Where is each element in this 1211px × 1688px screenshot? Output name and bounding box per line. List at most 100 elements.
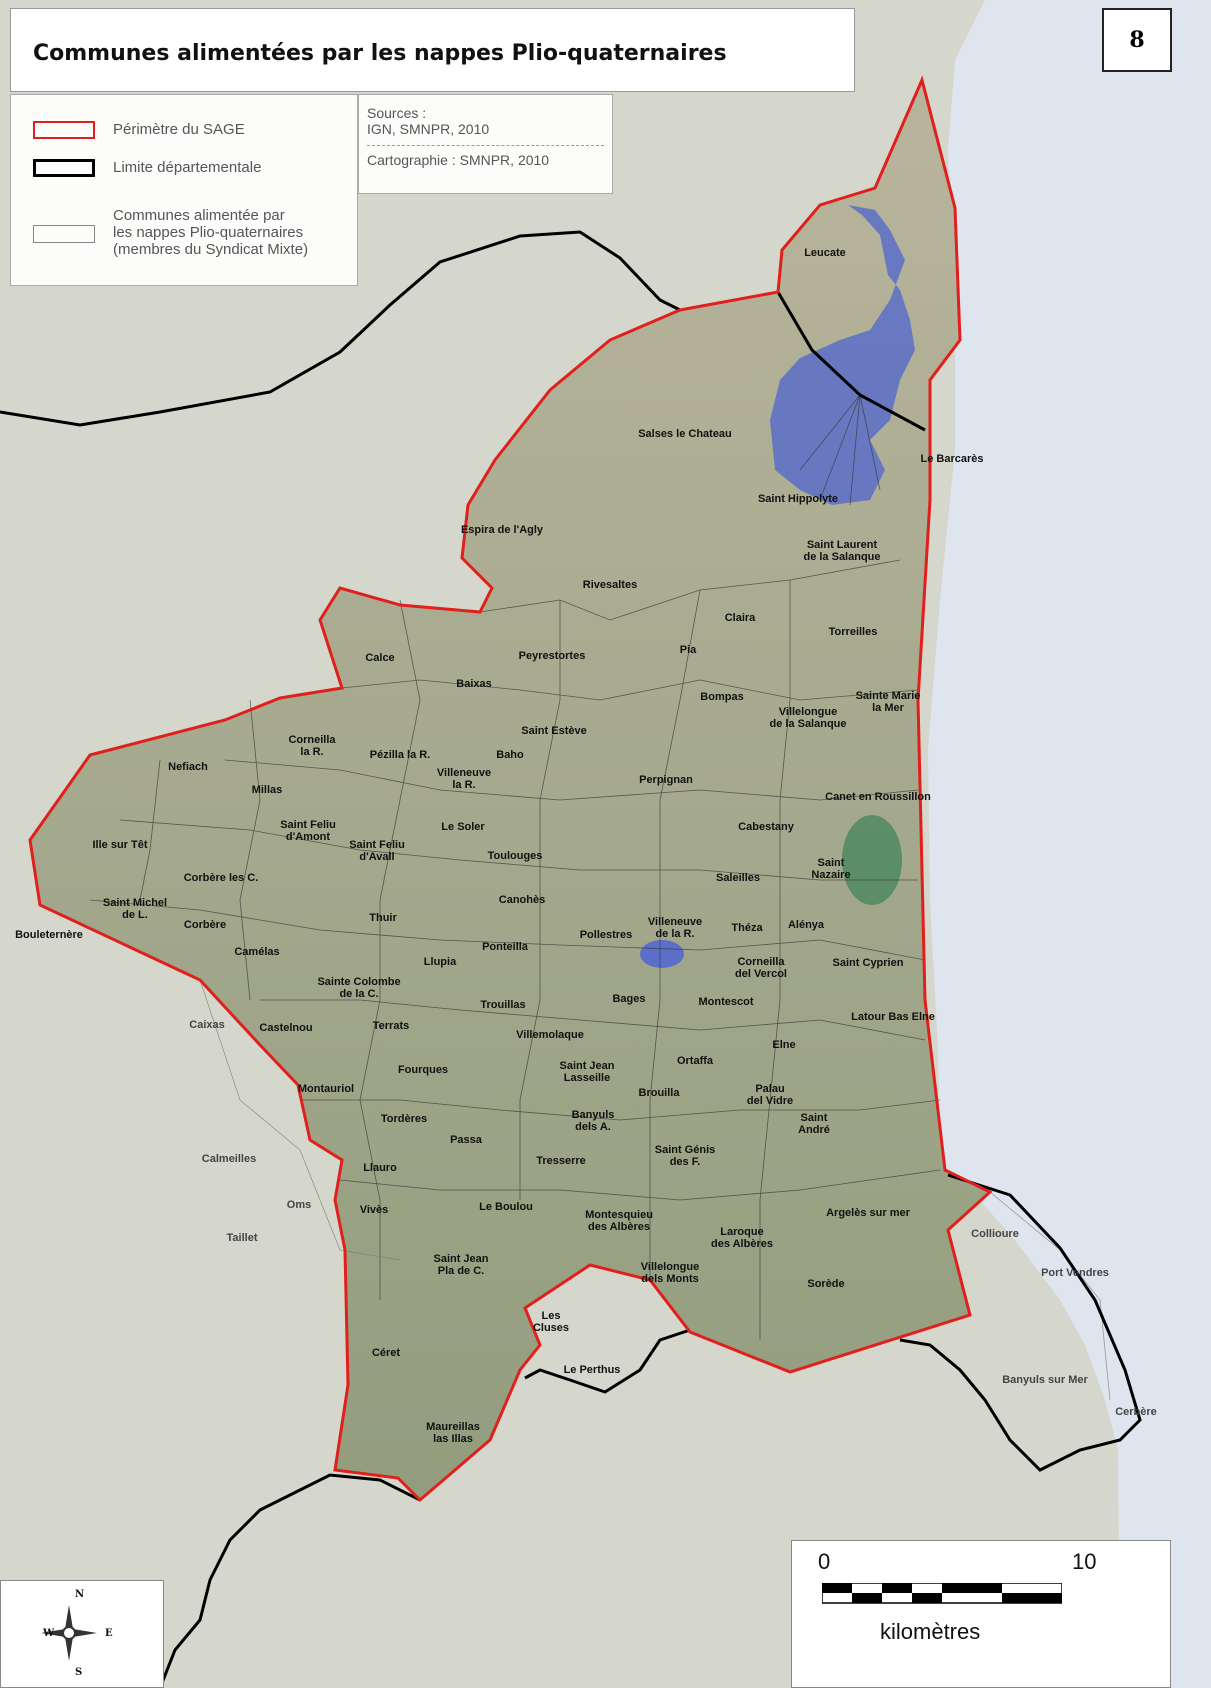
commune-label: Caixas (189, 1019, 225, 1031)
compass-e-label: E (105, 1628, 113, 1639)
commune-label: Rivesaltes (582, 579, 638, 591)
title-panel: Communes alimentées par les nappes Plio-… (10, 8, 855, 92)
sources-panel: Sources : IGN, SMNPR, 2010 Cartographie … (358, 94, 613, 194)
commune-label: Alénya (787, 919, 825, 931)
commune-label: Passa (450, 1134, 482, 1146)
legend-label-perimetre: Périmètre du SAGE (113, 121, 245, 138)
commune-label: Calmeilles (201, 1153, 257, 1165)
commune-label: Cerbère (1115, 1406, 1157, 1418)
commune-label: Le Soler (441, 821, 485, 833)
reservoir-villeneuve (640, 940, 684, 968)
lagoon-canet (842, 815, 902, 905)
commune-label: Camélas (234, 946, 280, 958)
commune-label: Taillet (226, 1232, 258, 1244)
commune-label: Toulouges (487, 850, 543, 862)
legend-label-communes: Communes alimentée par les nappes Plio-q… (113, 207, 309, 258)
commune-label: Port Vendres (1041, 1267, 1109, 1279)
departmental-limit (0, 230, 1142, 1688)
commune-label: Perpignan (639, 774, 693, 786)
legend-item-perimetre: Périmètre du SAGE (33, 121, 245, 139)
commune-label: Trouillas (480, 999, 526, 1011)
commune-label: Pia (679, 644, 697, 656)
scale-unit-label: kilomètres (880, 1619, 981, 1644)
legend-swatch-communes (33, 225, 95, 243)
commune-label: Villemolaque (516, 1029, 584, 1041)
commune-label: Le Barcarès (920, 453, 984, 465)
commune-label: Théza (731, 922, 763, 934)
commune-label: Argelès sur mer (826, 1207, 910, 1219)
commune-label: Leucate (804, 247, 846, 259)
commune-label: Saleilles (715, 872, 761, 884)
perimeter-fill (30, 80, 990, 1500)
commune-label: Terrats (372, 1020, 410, 1032)
sea (928, 0, 1211, 1688)
commune-label: Saint Hippolyte (757, 493, 839, 505)
commune-label: Corbère (183, 919, 227, 931)
lagoon-leucate (770, 205, 915, 505)
commune-label: Baho (496, 749, 524, 761)
scale-bar (822, 1583, 1062, 1604)
legend-item-communes: Communes alimentée par les nappes Plio-q… (33, 207, 308, 258)
commune-label: Brouilla (638, 1087, 680, 1099)
commune-label: Latour Bas Elne (851, 1011, 935, 1023)
sources-text: IGN, SMNPR, 2010 (367, 121, 490, 137)
legend-swatch-perimetre (33, 121, 95, 139)
commune-label: Peyrestortes (518, 650, 586, 662)
commune-label: Montauriol (297, 1083, 355, 1095)
sources-heading: Sources : (367, 105, 427, 121)
commune-label: Tordères (380, 1113, 428, 1125)
commune-label: Castelnou (259, 1022, 313, 1034)
commune-label: Corbère les C. (183, 872, 259, 884)
commune-label: Calce (365, 652, 395, 664)
commune-label: Pézilla la R. (369, 749, 431, 761)
commune-label: Saint Estève (521, 725, 587, 737)
commune-label: Banyuls sur Mer (1002, 1374, 1088, 1386)
commune-label: Ortaffa (676, 1055, 714, 1067)
commune-label: Millas (251, 784, 283, 796)
commune-label: Vivès (359, 1204, 389, 1216)
commune-boundaries (89, 394, 1111, 1401)
sage-perimeter (28, 75, 993, 1503)
commune-label: Tresserre (536, 1155, 586, 1167)
commune-label: Fourques (397, 1064, 449, 1076)
compass-rose-icon (41, 1605, 97, 1661)
commune-label: Espira de l'Agly (460, 524, 544, 536)
commune-label: Le Perthus (563, 1364, 621, 1376)
commune-label: Collioure (971, 1228, 1019, 1240)
compass-w-label: W (43, 1628, 55, 1639)
commune-label: Llupia (423, 956, 457, 968)
commune-label: Cabestany (738, 821, 794, 833)
commune-label: Sorède (807, 1278, 845, 1290)
commune-label: Claira (724, 612, 756, 624)
commune-label: Montescot (698, 996, 754, 1008)
map-title: Communes alimentées par les nappes Plio-… (33, 41, 727, 66)
commune-label: Torreilles (828, 626, 878, 638)
scale-min-label: 0 (818, 1549, 831, 1574)
sources-divider (367, 145, 604, 146)
commune-label: Bages (612, 993, 646, 1005)
commune-label: Canohès (498, 894, 546, 906)
commune-label: Saint Cyprien (832, 957, 904, 969)
commune-label: Céret (371, 1347, 401, 1359)
legend-label-limite: Limite départementale (113, 159, 262, 176)
commune-label: Bompas (700, 691, 744, 703)
commune-label: Ponteilla (482, 941, 528, 953)
commune-label: Canet en Roussillon (825, 791, 931, 803)
